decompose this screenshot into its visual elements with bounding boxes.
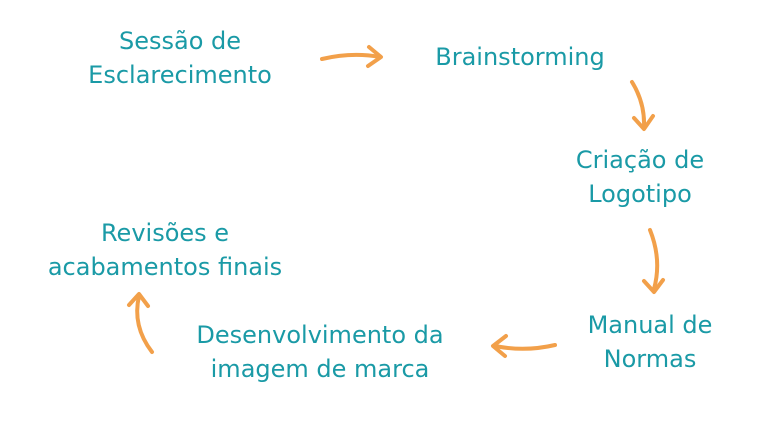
step-label-line: Logotipo bbox=[588, 180, 692, 208]
step-label-line: Revisões e bbox=[100, 219, 230, 247]
step-desenvolvimento-da-imagem-de-marca: Desenvolvimento da imagem de marca bbox=[150, 318, 490, 386]
step-label-line: Desenvolvimento da bbox=[196, 321, 444, 349]
arrow-left-icon bbox=[491, 334, 557, 358]
step-label-line: Manual de bbox=[587, 311, 713, 339]
step-criacao-de-logotipo: Criação de Logotipo bbox=[530, 143, 750, 211]
step-manual-de-normas: Manual de Normas bbox=[550, 308, 750, 376]
step-label-line: Brainstorming bbox=[435, 43, 605, 71]
arrow-down-icon bbox=[630, 80, 655, 131]
step-brainstorming: Brainstorming bbox=[400, 40, 640, 74]
arrow-up-icon bbox=[127, 292, 154, 354]
step-sessao-de-esclarecimento: Sessão de Esclarecimento bbox=[40, 24, 320, 92]
step-label-line: Normas bbox=[603, 345, 697, 373]
step-label-line: Esclarecimento bbox=[88, 61, 272, 89]
step-label-line: Sessão de bbox=[118, 27, 242, 55]
step-label-line: Criação de bbox=[575, 146, 705, 174]
arrow-right-icon bbox=[320, 45, 383, 68]
step-revisoes-e-acabamentos-finais: Revisões e acabamentos finais bbox=[0, 216, 330, 284]
step-label-line: acabamentos finais bbox=[47, 253, 283, 281]
arrow-down-icon bbox=[642, 228, 665, 294]
step-label-line: imagem de marca bbox=[210, 355, 430, 383]
